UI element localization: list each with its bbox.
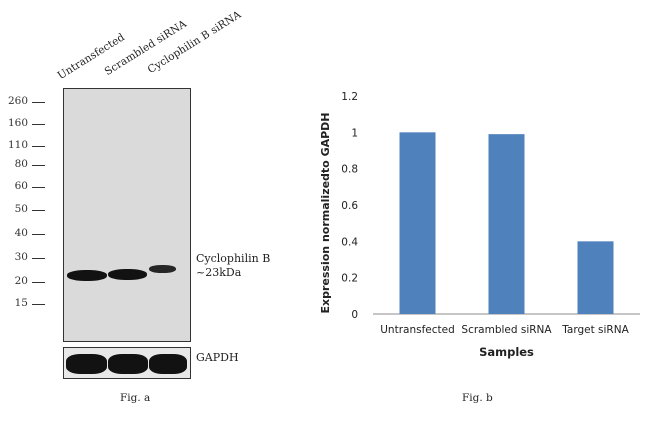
marker-label: 50 [14, 203, 28, 215]
marker-label: 60 [14, 180, 28, 192]
marker-tick [32, 165, 45, 166]
blot-membrane-gapdh [63, 347, 191, 379]
marker-label: 80 [14, 158, 28, 170]
lane-label-untransfected: Untransfected [55, 31, 127, 82]
marker-tick [32, 282, 45, 283]
marker-tick [32, 102, 45, 103]
marker-label: 40 [14, 227, 28, 239]
y-tick-label: 0.6 [341, 200, 358, 212]
band-label-protein: Cyclophilin B [196, 252, 271, 265]
marker-label: 110 [7, 139, 28, 151]
bar [399, 132, 436, 314]
band-untransfected [67, 270, 107, 281]
bar-series [399, 132, 614, 314]
y-tick-label: 0.4 [341, 236, 358, 248]
blot-membrane-cyclophilin-b [63, 88, 191, 342]
marker-tick [32, 304, 45, 305]
y-tick-label: 0.8 [341, 164, 358, 176]
bar-chart: 0 0.2 0.4 0.6 0.8 1 1.2 Untransfected Scrambled… [319, 91, 640, 359]
x-tick-label: Scrambled siRNA [461, 324, 552, 336]
marker-tick [32, 258, 45, 259]
band-gapdh-scrambled-sirna [108, 354, 148, 374]
marker-label: 260 [7, 95, 28, 107]
marker-tick [32, 124, 45, 125]
figure-a-caption: Fig. a [120, 392, 151, 404]
x-axis-ticks: Untransfected Scrambled siRNA Target siRNA [380, 324, 629, 336]
western-blot-figure: Untransfected Scrambled siRNA Cyclophili… [0, 0, 300, 430]
x-axis-title: Samples [479, 345, 534, 359]
y-tick-label: 0.2 [341, 273, 358, 285]
band-cyclophilin-b-sirna [149, 265, 176, 273]
y-tick-label: 0 [351, 309, 358, 321]
figure-b-caption: Fig. b [462, 392, 493, 404]
marker-label: 160 [7, 117, 28, 129]
marker-tick [32, 234, 45, 235]
y-tick-label: 1 [351, 127, 358, 139]
y-axis-ticks: 0 0.2 0.4 0.6 0.8 1 1.2 [341, 91, 358, 321]
marker-label: 15 [14, 297, 28, 309]
loading-control-label: GAPDH [196, 351, 239, 364]
band-gapdh-untransfected [66, 354, 107, 374]
marker-label: 20 [14, 275, 28, 287]
marker-tick [32, 210, 45, 211]
y-tick-label: 1.2 [341, 91, 358, 103]
band-scrambled-sirna [108, 269, 147, 280]
x-tick-label: Target siRNA [561, 324, 629, 336]
marker-tick [32, 146, 45, 147]
marker-tick [32, 187, 45, 188]
bar [488, 134, 525, 314]
band-label-size: ~23kDa [196, 266, 242, 279]
marker-label: 30 [14, 251, 28, 263]
band-gapdh-cyclophilin-b-sirna [149, 354, 187, 374]
bar [577, 241, 614, 314]
bar-chart-figure: 0 0.2 0.4 0.6 0.8 1 1.2 Untransfected Scrambled… [300, 0, 650, 430]
y-axis-title: Expression normalizedto GAPDH [319, 112, 332, 313]
x-tick-label: Untransfected [380, 324, 455, 336]
